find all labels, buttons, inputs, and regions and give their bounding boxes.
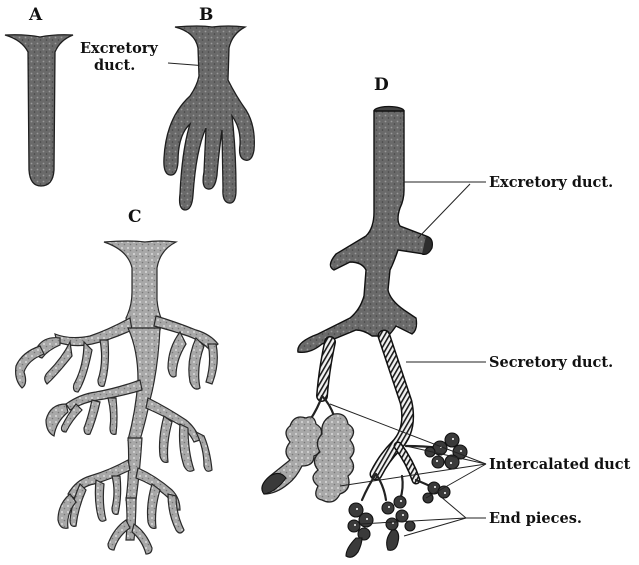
panel-b-letter: B [199,5,213,25]
panel-a-bud [5,35,73,186]
excretory-duct-b-label-line2: duct. [94,57,135,74]
excretory-duct-b-label-line1: Excretory [80,40,158,57]
panel-d-letter: D [374,75,389,95]
end-piece-cluster-bottom-left [346,503,373,557]
excretory-duct-d [298,107,433,353]
end-piece-lobule-left [262,417,322,494]
intercalated-duct-d-label: Intercalated duct [489,456,631,473]
panel-b-branched-bud [164,26,254,210]
panel-c-branching-gland [16,241,218,554]
excretory-duct-d-label: Excretory duct. [489,174,613,191]
panel-c: C [16,207,218,554]
end-pieces-d-label: End pieces. [489,510,582,527]
panel-c-letter: C [128,207,142,227]
end-piece-cluster-bottom-right [382,496,415,550]
panel-a-letter: A [28,5,43,25]
panel-a: A [5,5,73,186]
secretory-duct-d-label: Secretory duct. [489,354,613,371]
panel-b: B Excretory duct. [80,5,254,210]
panel-d: D [262,75,631,557]
